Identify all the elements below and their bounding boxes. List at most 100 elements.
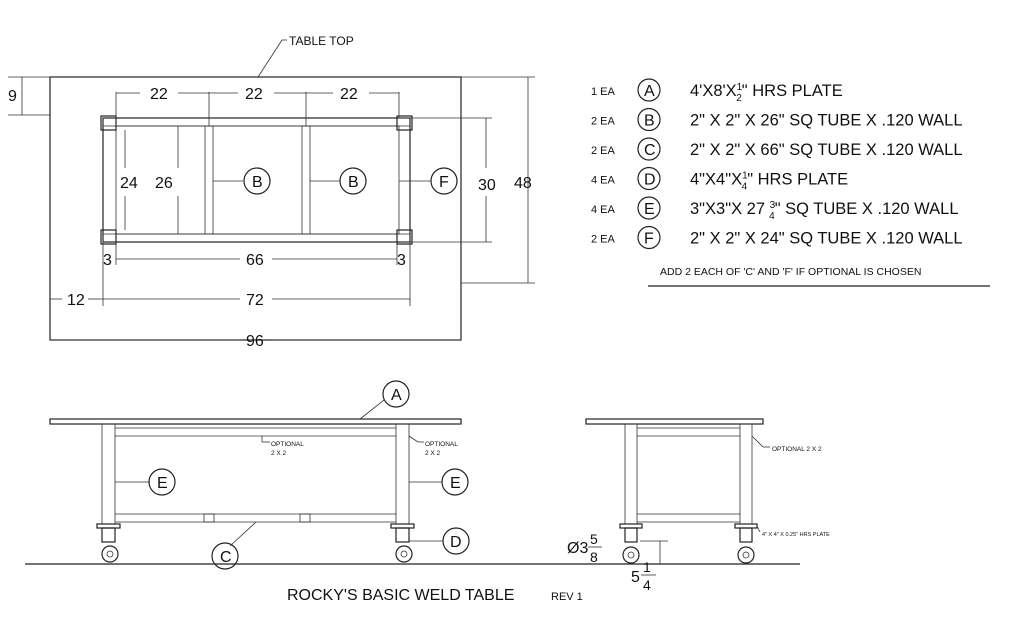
- bom-letter: B: [644, 113, 655, 130]
- caster-height-den: 4: [643, 577, 651, 593]
- bom-bubble: [637, 225, 661, 250]
- bom-description: 2" X 2" X 66" SQ TUBE X .120 WALL: [690, 141, 963, 159]
- bom-description-text: 2" X 2" X 26" SQ TUBE X .120 WALL: [690, 112, 963, 130]
- bom-bubble: [637, 196, 661, 220]
- bubble-e-left: [148, 468, 176, 496]
- end-caster-right: [737, 546, 755, 564]
- bubble-a: [382, 380, 410, 408]
- bubble-f-label: F: [439, 174, 449, 191]
- bom-fraction-den: 4: [742, 182, 748, 193]
- cross-member-b2: [301, 125, 311, 235]
- bom-note: ADD 2 EACH OF 'C' AND 'F' IF OPTIONAL IS…: [660, 266, 921, 278]
- bom-description-text: 3"X3"X 27: [690, 200, 770, 218]
- bom-qty: 2 EA: [591, 145, 616, 157]
- side-leg-left: [101, 423, 116, 525]
- bom-description-after: " HRS PLATE: [747, 171, 848, 189]
- bom-fraction-den: 2: [736, 93, 742, 104]
- bom-description-text: 2" X 2" X 66" SQ TUBE X .120 WALL: [690, 141, 963, 159]
- bom-fraction-num: 1: [737, 82, 743, 93]
- caster-height-num: 1: [643, 559, 651, 575]
- bom-letter: D: [644, 172, 656, 189]
- bom-description: 2" X 2" X 24" SQ TUBE X .120 WALL: [690, 230, 963, 248]
- optional-label-right: OPTIONAL: [425, 441, 458, 448]
- wheel-diameter-num: 5: [590, 531, 598, 547]
- optional-size-left: 2 X 2: [271, 450, 287, 457]
- bubble-a-label: A: [391, 387, 402, 404]
- dim-9: 9: [8, 88, 17, 105]
- dim-22-right: 22: [340, 86, 358, 103]
- drawing-revision: REV 1: [551, 591, 583, 603]
- bubble-e-right: [441, 468, 469, 496]
- bom-description-text: 4'X8'X: [690, 82, 737, 100]
- cross-member-b1: [204, 125, 214, 235]
- bom-fraction-num: 3: [770, 200, 776, 211]
- dim-22-mid: 22: [245, 86, 263, 103]
- bom-fraction-num: 1: [742, 171, 748, 182]
- bubble-b-right-label: B: [348, 174, 359, 191]
- dim-96: 96: [246, 333, 264, 350]
- bom-bubble: [637, 166, 661, 191]
- bom-letter: E: [644, 201, 655, 218]
- side-leg-right: [395, 423, 410, 525]
- frame-outline: [102, 117, 411, 243]
- bubble-b-left: [243, 167, 271, 195]
- end-caster-left: [622, 546, 640, 564]
- table-top-label: TABLE TOP: [289, 34, 354, 48]
- bom-bubble: [637, 137, 661, 161]
- bubble-e-right-label: E: [450, 475, 461, 492]
- end-table-top: [585, 418, 764, 425]
- caster-right: [395, 545, 413, 563]
- end-plate-note: 4" X 4" X 0.25" HRS PLATE: [762, 532, 830, 538]
- bom-description-text: 2" X 2" X 24" SQ TUBE X .120 WALL: [690, 230, 963, 248]
- bom-description-after: " SQ TUBE X .120 WALL: [775, 200, 959, 218]
- caster-height-whole: 5: [631, 569, 640, 586]
- bubble-d-label: D: [450, 534, 462, 551]
- optional-size-right: 2 X 2: [425, 450, 441, 457]
- dim-24: 24: [120, 175, 138, 192]
- end-view: OPTIONAL 2 X 2 4" X 4" X 0.25" HRS PLATE…: [567, 418, 830, 593]
- dim-3-right: 3: [397, 252, 406, 269]
- bom-qty: 4 EA: [591, 175, 616, 187]
- end-optional-label: OPTIONAL 2 X 2: [772, 446, 822, 453]
- wheel-diameter-den: 8: [590, 549, 598, 565]
- side-view: A E E C D OPTIONAL 2 X 2 OPTIONAL 2 X 2: [25, 380, 800, 570]
- bom-description: 2" X 2" X 26" SQ TUBE X .120 WALL: [690, 112, 963, 130]
- bom-letter: A: [644, 83, 655, 100]
- plan-view: TABLE TOP 9 22 22 22 24 26 30 48 3 66 3 …: [8, 34, 535, 350]
- bom-letter: F: [644, 231, 654, 248]
- drawing-title: ROCKY'S BASIC WELD TABLE: [287, 587, 514, 604]
- leg-top-right: [396, 115, 413, 131]
- leg-top-left: [100, 115, 117, 131]
- bom-letter: C: [644, 142, 656, 159]
- dim-12: 12: [67, 292, 85, 309]
- bom-qty: 2 EA: [591, 116, 616, 128]
- caster-left: [101, 545, 119, 563]
- bom-qty: 2 EA: [591, 234, 616, 246]
- wheel-diameter-prefix: Ø3: [567, 540, 588, 557]
- bom-bubble: [637, 107, 661, 132]
- dim-22-left: 22: [150, 86, 168, 103]
- optional-label-left: OPTIONAL: [271, 441, 304, 448]
- dim-66: 66: [246, 252, 264, 269]
- end-leg-left: [624, 423, 638, 525]
- bom-qty: 1 EA: [591, 86, 616, 98]
- bubble-f: [430, 167, 458, 195]
- end-leg-right: [739, 423, 753, 525]
- dim-26: 26: [155, 175, 173, 192]
- bubble-b-right: [339, 167, 367, 195]
- title-block: ROCKY'S BASIC WELD TABLE REV 1: [287, 587, 583, 604]
- bubble-c-label: C: [220, 549, 232, 566]
- leg-bottom-left: [100, 229, 117, 245]
- dim-30: 30: [478, 177, 496, 194]
- dim-3-left: 3: [103, 252, 112, 269]
- bom-qty: 4 EA: [591, 204, 616, 216]
- bom-description-after: " HRS PLATE: [742, 82, 843, 100]
- bom-bubble: [637, 78, 661, 102]
- bubble-e-left-label: E: [157, 475, 168, 492]
- side-table-top: [49, 418, 462, 425]
